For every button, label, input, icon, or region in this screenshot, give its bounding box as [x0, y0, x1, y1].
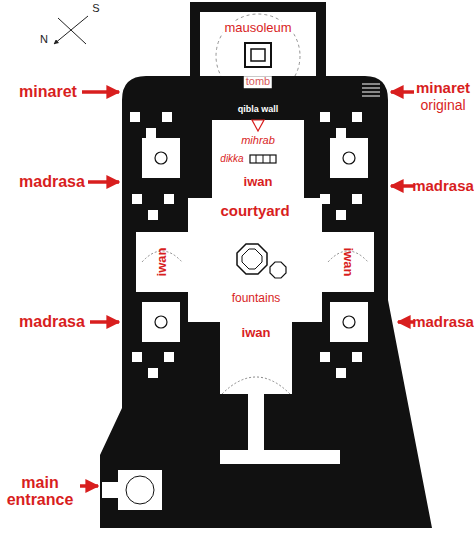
east-iwan — [322, 232, 374, 292]
part-label: madrasa — [19, 314, 85, 331]
cell — [320, 194, 330, 204]
room-label: iwan — [155, 248, 169, 277]
cell — [132, 194, 142, 204]
fountain-small — [270, 262, 286, 278]
cell — [164, 352, 174, 362]
compass — [54, 16, 88, 44]
part-note: original — [420, 98, 465, 113]
part-label: main entrance — [3, 475, 77, 509]
compass-letter: S — [92, 3, 99, 15]
cell — [336, 210, 346, 220]
building-outline — [100, 76, 432, 528]
leader-arrows — [80, 92, 414, 486]
part-label: madrasa — [412, 314, 474, 330]
cell — [132, 352, 142, 362]
vault-line — [222, 377, 290, 394]
room-label: iwan — [244, 175, 273, 189]
cell — [320, 112, 330, 122]
cell — [352, 352, 362, 362]
part-label: minaret — [416, 80, 470, 96]
part-label: madrasa — [19, 174, 85, 191]
tomb-inner — [251, 49, 265, 61]
part-label: minaret — [19, 84, 77, 101]
cell — [146, 128, 156, 138]
cell — [148, 368, 158, 378]
room-label: mausoleum — [222, 21, 293, 35]
part-label: madrasa — [412, 178, 474, 194]
madrasa-cells — [130, 112, 362, 378]
room-label: fountains — [232, 292, 281, 305]
madrasa-courts — [142, 138, 368, 342]
cell — [352, 112, 362, 122]
room-label: mihrab — [241, 135, 275, 147]
courtyard-area — [188, 198, 322, 322]
fountain — [237, 244, 267, 274]
qibla-iwan — [212, 120, 304, 200]
cell — [336, 368, 346, 378]
wall-label: qibla wall — [238, 105, 279, 114]
room-label: iwan — [242, 326, 271, 340]
corridor — [220, 450, 340, 464]
room-label: courtyard — [220, 203, 289, 219]
cell — [164, 194, 174, 204]
south-iwan — [220, 322, 292, 394]
mihrab-niche — [252, 120, 264, 131]
cell — [130, 112, 140, 122]
plan-drawing — [100, 2, 432, 528]
stair — [362, 84, 380, 96]
cell — [148, 210, 158, 220]
compass-letter: N — [40, 34, 48, 46]
room-label: tomb — [244, 76, 272, 88]
west-iwan — [136, 232, 188, 292]
room-label: dikka — [220, 154, 243, 165]
tomb-box — [245, 43, 271, 67]
cell — [320, 352, 330, 362]
room-label: iwan — [341, 248, 355, 277]
cell — [162, 112, 172, 122]
cell — [336, 128, 346, 138]
court-fountains — [155, 152, 355, 328]
corridor — [248, 394, 264, 454]
entrance-vestibule — [102, 470, 162, 510]
fountain-inner — [242, 249, 262, 269]
dikka-platform — [250, 155, 276, 163]
cell — [352, 194, 362, 204]
